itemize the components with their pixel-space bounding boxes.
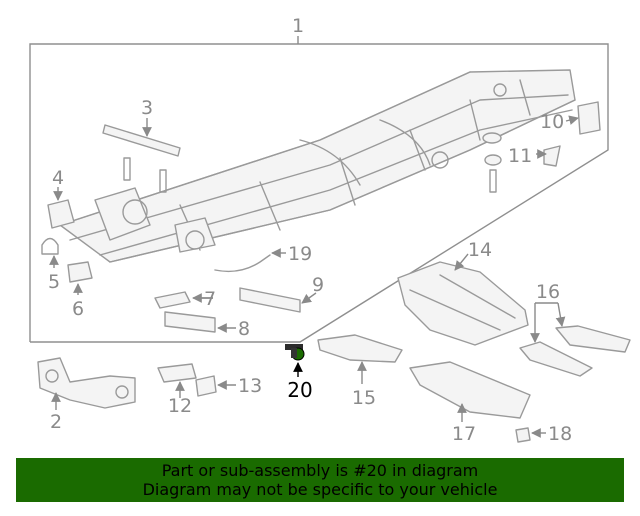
- callout-19[interactable]: 19: [288, 243, 312, 265]
- callout-10[interactable]: 10: [540, 111, 564, 133]
- part-16-shield-b: [555, 325, 631, 353]
- part-12-bracket: [157, 363, 197, 383]
- callout-6[interactable]: 6: [72, 298, 84, 320]
- callout-12[interactable]: 12: [168, 395, 192, 417]
- part-3-bar: [102, 124, 181, 157]
- part-17-shield: [409, 361, 531, 419]
- part-15-shield: [317, 334, 403, 363]
- callout-8[interactable]: 8: [238, 318, 250, 340]
- part-19-link: [214, 254, 271, 273]
- part-5-clip: [41, 237, 59, 255]
- callout-5[interactable]: 5: [48, 271, 60, 293]
- callout-15[interactable]: 15: [352, 387, 376, 409]
- part-8-plate: [164, 311, 216, 333]
- bolts-upper: [123, 132, 502, 193]
- banner-line-2: Diagram may not be specific to your vehi…: [142, 480, 498, 499]
- callout-20[interactable]: 20: [287, 378, 312, 402]
- callout-17[interactable]: 17: [452, 423, 476, 445]
- callout-2[interactable]: 2: [50, 411, 62, 433]
- assembly-boundary: [29, 43, 609, 343]
- part-14-ribs: [409, 274, 516, 331]
- info-banner: Part or sub-assembly is #20 in diagram D…: [16, 458, 624, 502]
- part-18-fastener: [515, 427, 531, 443]
- callout-9-leader: [301, 292, 317, 304]
- callout-16-leader-b: [555, 302, 566, 327]
- callout-9[interactable]: 9: [312, 274, 324, 296]
- banner-line-1: Part or sub-assembly is #20 in diagram: [161, 461, 479, 480]
- part-14-skid-plate: [397, 261, 529, 346]
- callout-18[interactable]: 18: [548, 423, 572, 445]
- callout-14-leader: [454, 253, 469, 271]
- callout-13[interactable]: 13: [238, 375, 262, 397]
- part-16-shield-a: [519, 341, 593, 377]
- part-13-clip: [195, 375, 217, 397]
- part-2-crossmember: [37, 357, 136, 409]
- callout-3[interactable]: 3: [141, 97, 153, 119]
- part-20-bolt[interactable]: [285, 344, 305, 361]
- frame-assembly: [59, 69, 576, 263]
- part-7-bracket: [154, 291, 191, 309]
- part-11-bracket: [543, 145, 561, 167]
- callout-10-leader: [565, 115, 579, 125]
- part-9-crossmember: [239, 287, 301, 313]
- callout-1[interactable]: 1: [292, 15, 304, 37]
- callout-4[interactable]: 4: [52, 167, 64, 189]
- part-10-bracket: [577, 101, 601, 135]
- callout-11[interactable]: 11: [508, 145, 532, 167]
- callout-16[interactable]: 16: [536, 281, 560, 303]
- part-4-bracket: [47, 199, 75, 229]
- callout-7[interactable]: 7: [204, 288, 216, 310]
- part-6-mount: [67, 261, 93, 283]
- callout-14[interactable]: 14: [468, 239, 492, 261]
